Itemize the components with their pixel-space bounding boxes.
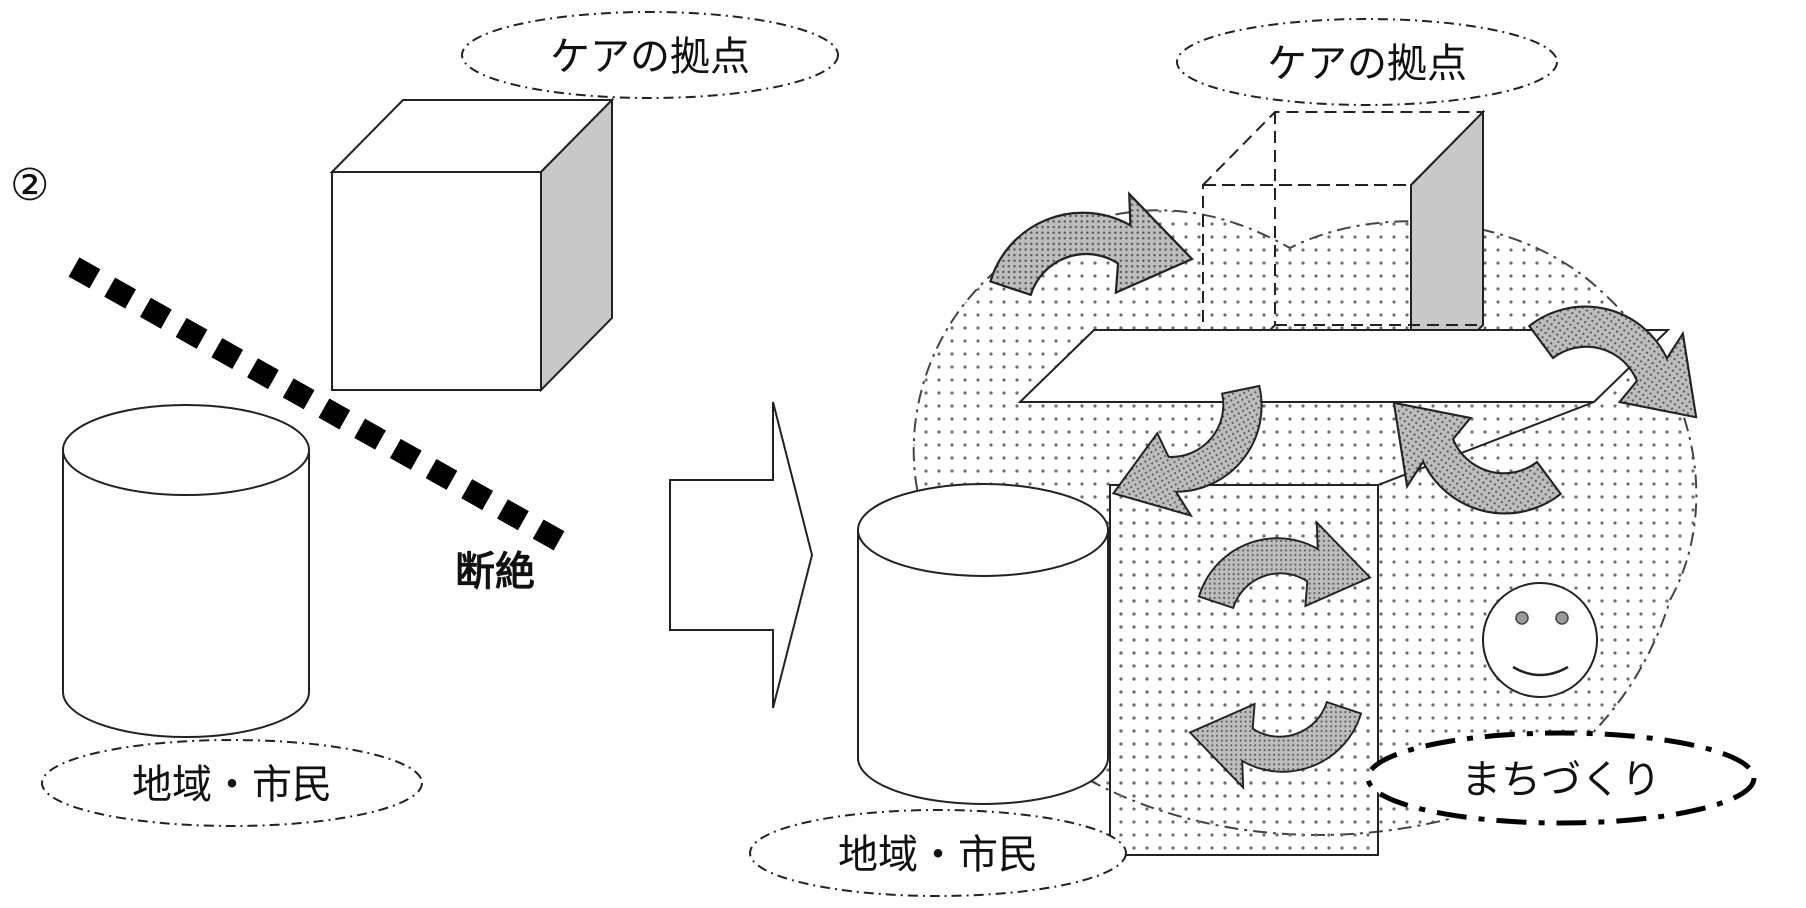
community-label-group: まちづくり (1365, 730, 1757, 826)
smiley-face-icon (1482, 582, 1598, 698)
community-label-ellipse (1365, 730, 1757, 826)
right-bottom-label-group: 地域・市民 (749, 809, 1127, 897)
right-top-label: ケアの拠点 (1267, 41, 1467, 87)
right-panel: ケアの拠点 (749, 18, 1757, 897)
left-top-label-group: ケアの拠点 (461, 11, 839, 99)
care-base-cube (329, 97, 615, 393)
right-top-label-ellipse (1176, 18, 1558, 106)
transition-arrow-icon (669, 401, 814, 709)
community-cylinder-right (857, 483, 1109, 805)
right-top-label-group: ケアの拠点 (1176, 18, 1558, 106)
community-cylinder (62, 404, 310, 738)
disconnect-line (68, 257, 576, 557)
community-label: まちづくり (1461, 757, 1661, 803)
right-bottom-label-ellipse (749, 809, 1127, 897)
section-number: ② (10, 160, 49, 211)
left-bottom-label-ellipse (41, 739, 423, 827)
left-bottom-label-group: 地域・市民 (41, 739, 423, 827)
lower-panel (1109, 484, 1379, 856)
horizontal-plane (1017, 329, 1671, 403)
left-panel: ② ケアの拠点 断絶 地域・市民 (10, 11, 839, 827)
left-top-label-ellipse (461, 11, 839, 99)
disconnect-label: 断絶 (455, 549, 535, 595)
left-bottom-label: 地域・市民 (132, 762, 332, 808)
right-bottom-label: 地域・市民 (838, 832, 1038, 878)
left-top-label: ケアの拠点 (550, 34, 750, 80)
